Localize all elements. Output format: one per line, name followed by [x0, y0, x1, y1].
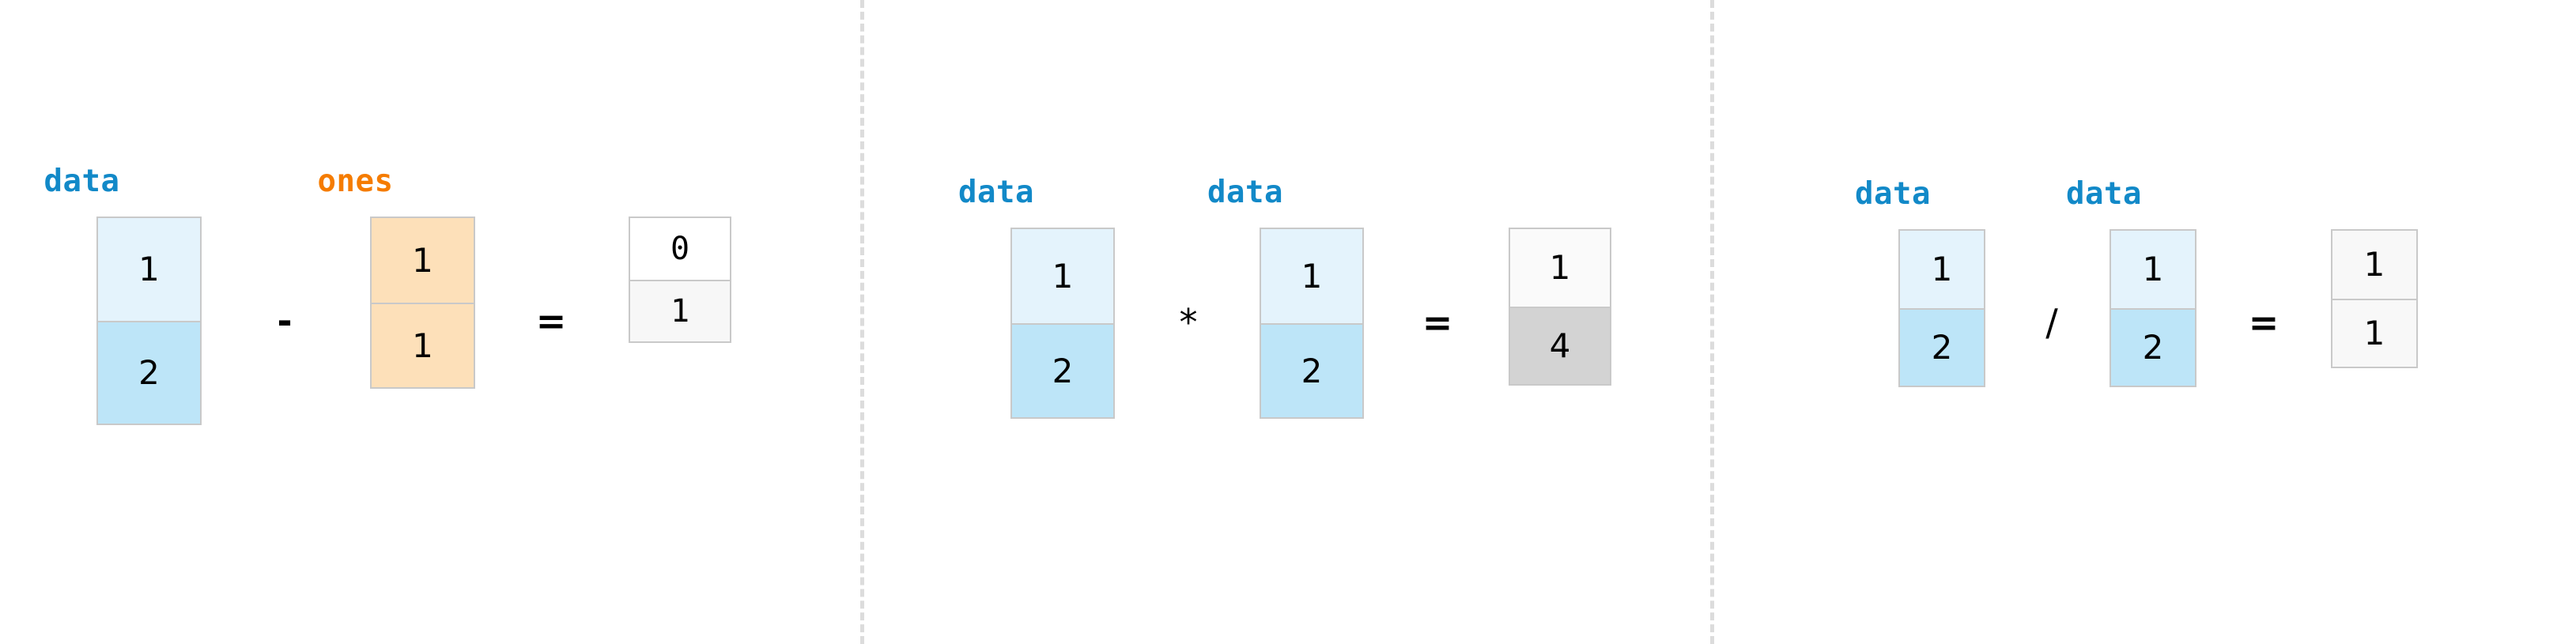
cell-value: 1: [2332, 231, 2416, 299]
column-label-data: data: [1855, 176, 1931, 212]
column-data-left: 1 2: [1898, 229, 1985, 387]
cell-value: 1: [630, 280, 730, 341]
column-data-left: 1 2: [1010, 228, 1115, 419]
operator-equals: =: [535, 299, 567, 342]
column-data-left: 1 2: [96, 217, 202, 425]
cell-value: 2: [2111, 308, 2195, 386]
panel-separator-2: [1710, 0, 1714, 644]
operator-equals: =: [2248, 301, 2279, 344]
panel-separator-1: [860, 0, 864, 644]
cell-value: 1: [2332, 299, 2416, 367]
column-data-right: 1 2: [1260, 228, 1364, 419]
cell-value: 2: [1012, 323, 1113, 417]
cell-value: 4: [1510, 307, 1610, 384]
cell-value: 1: [2111, 231, 2195, 308]
column-label-data: data: [1207, 175, 1283, 210]
cell-value: 0: [630, 218, 730, 280]
column-label-data: data: [43, 164, 120, 199]
column-result-multiply: 1 4: [1509, 228, 1611, 386]
cell-value: 1: [1900, 231, 1984, 308]
operator-multiply: *: [1179, 301, 1198, 344]
cell-value: 2: [1261, 323, 1362, 417]
operator-minus: -: [277, 299, 293, 342]
cell-value: 1: [98, 218, 200, 321]
cell-value: 2: [1900, 308, 1984, 386]
cell-value: 1: [1012, 229, 1113, 323]
panel-subtract: data 1 2 - ones 1 1 = 0 1: [0, 0, 860, 644]
cell-value: 2: [98, 321, 200, 424]
cell-value: 1: [1261, 229, 1362, 323]
operator-divide: /: [2045, 301, 2058, 344]
column-label-data: data: [2066, 176, 2142, 212]
column-label-data: data: [958, 175, 1034, 210]
cell-value: 1: [372, 218, 474, 303]
column-result-subtract: 0 1: [629, 217, 731, 343]
cell-value: 1: [372, 303, 474, 387]
cell-value: 1: [1510, 229, 1610, 307]
column-label-ones: ones: [317, 164, 394, 199]
operator-equals: =: [1422, 301, 1453, 344]
column-ones: 1 1: [370, 217, 475, 389]
column-data-right: 1 2: [2110, 229, 2196, 387]
column-result-divide: 1 1: [2331, 229, 2418, 368]
panel-divide: data 1 2 / data 1 2 = 1 1: [1710, 0, 2576, 644]
panel-multiply: data 1 2 * data 1 2 = 1 4: [860, 0, 1710, 644]
